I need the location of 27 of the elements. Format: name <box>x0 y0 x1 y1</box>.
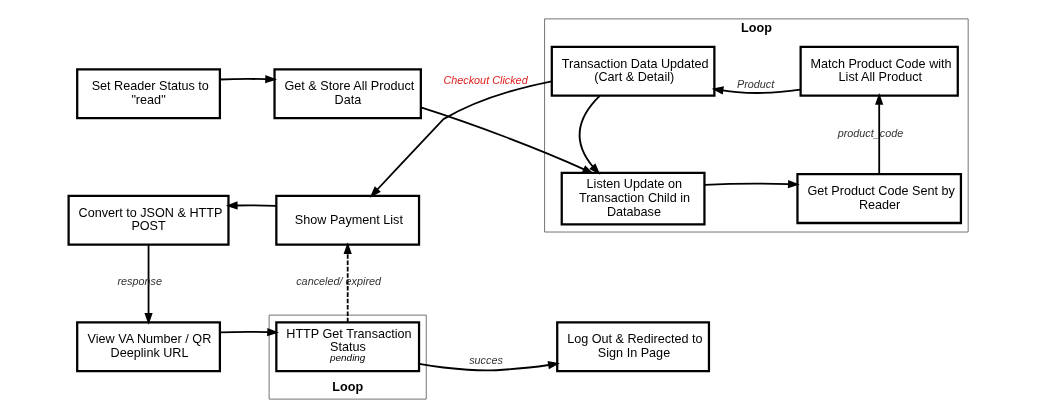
arrow <box>219 327 279 337</box>
arrow <box>418 361 560 372</box>
node-box: Get & Store All Product Data <box>273 68 422 120</box>
arrow <box>578 94 601 175</box>
node-box: Set Reader Status to "read" <box>76 68 221 120</box>
arrow <box>420 106 595 174</box>
arrow <box>144 244 153 325</box>
edge-label: canceled/ expired <box>296 275 382 288</box>
node-box: Convert to JSON & HTTP POST <box>67 194 230 246</box>
arrow <box>219 75 277 84</box>
arrow <box>875 93 884 175</box>
node-box: Transaction Data Updated (Cart & Detail) <box>550 45 716 97</box>
arrow <box>711 86 802 95</box>
node-box: HTTP Get Transaction Status pending <box>275 321 421 373</box>
node-box: Get Product Code Sent by Reader <box>796 173 963 225</box>
node-box: Match Product Code with List All Product <box>799 45 959 97</box>
node-box: View VA Number / QR Deeplink URL <box>76 321 221 373</box>
node-box: Listen Update on Transaction Child in Database <box>560 171 706 226</box>
node-box: Log Out & Redirected to Sign In Page <box>556 321 711 373</box>
arrow <box>225 201 278 210</box>
edge-label: Checkout Clicked <box>443 73 528 86</box>
edge-label: Product <box>736 78 775 91</box>
arrow <box>343 242 352 323</box>
node-box: Show Payment List <box>275 194 421 246</box>
edge-label: succes <box>469 353 503 366</box>
arrow <box>703 180 800 189</box>
arrow <box>369 80 553 198</box>
